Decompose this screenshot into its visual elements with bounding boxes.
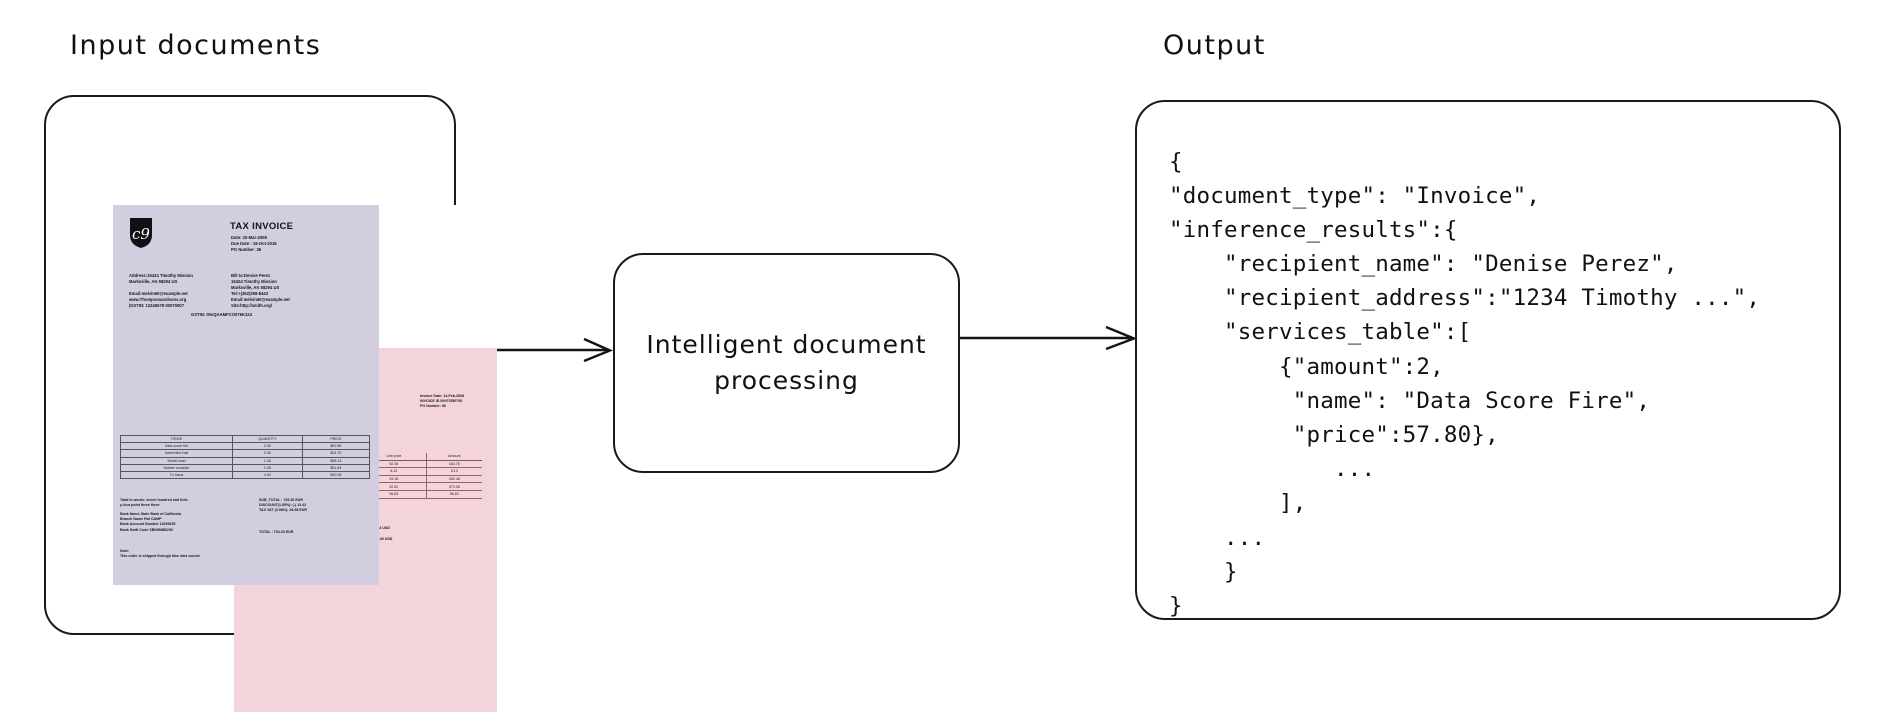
purple-note-block: Note: This order is shipped through blue…: [120, 549, 201, 559]
cell-unit-price: 8.13: [362, 467, 427, 476]
cell-price: $57.80: [301, 442, 371, 451]
process-step-container: Intelligent document processing: [613, 253, 960, 473]
purple-grand-total: TOTAL : 734.33 EUR: [259, 530, 294, 534]
output-json-text: { "document_type": "Invoice", "inference…: [1169, 148, 1761, 619]
table-header-row: ITEMS QUANTITY PRICE: [119, 434, 371, 444]
output-json-container: { "document_type": "Invoice", "inference…: [1135, 100, 1841, 620]
table-row: Tv focus 4.00 $40.28: [119, 470, 371, 480]
input-documents-label: Input documents: [70, 30, 322, 61]
purple-gstin-line: GSTIN: 00sQAAMFCO076K124: [191, 312, 252, 317]
purple-invoice-table: ITEMS QUANTITY PRICE Data score fire 2.0…: [119, 434, 371, 480]
cell-amount: 96.83: [425, 490, 482, 499]
cell-unit-price: 92.52: [362, 482, 427, 491]
cell-unit-price: 96.83: [362, 490, 427, 499]
purple-invoice-title: TAX INVOICE: [230, 221, 294, 232]
purple-invoice-meta: Date: 20-Mar-2008 Due Date : 16-Oct-2016…: [231, 235, 277, 253]
pink-invoice-table: Unit price Amount 92.38 184.76 8.13 8.13…: [362, 453, 482, 499]
table-header-row: Unit price Amount: [362, 453, 482, 461]
purple-col-price: PRICE: [301, 434, 371, 444]
table-row: Model read 1.00 $95.14: [119, 456, 371, 465]
cell-price: $95.14: [301, 456, 371, 465]
cell-item: Tv focus: [119, 470, 234, 480]
table-row: Mother consider 1.00 $51.84: [119, 463, 371, 472]
process-step-label: Intelligent document processing: [646, 329, 927, 395]
table-row: Determine half 2.00 $24.70: [119, 449, 371, 458]
cell-qty: 2.00: [232, 449, 303, 458]
cell-amount: 184.76: [425, 460, 482, 469]
c9-shield-logo-icon: c9: [130, 218, 152, 248]
cell-price: $24.70: [301, 449, 371, 458]
cell-price: $51.84: [301, 463, 371, 472]
purple-col-quantity: QUANTITY: [232, 434, 303, 444]
output-label: Output: [1163, 30, 1266, 61]
document-purple-invoice: c9 TAX INVOICE Date: 20-Mar-2008 Due Dat…: [113, 205, 379, 585]
purple-col-items: ITEMS: [119, 434, 234, 444]
cell-qty: 1.00: [232, 456, 303, 465]
table-row: 96.83 96.83: [362, 490, 482, 499]
cell-item: Data score fire: [119, 442, 234, 451]
pink-col-amount: Amount: [425, 453, 482, 461]
purple-bill-to-block: Bill to:Denise Perez 16424 Timothy Missi…: [231, 273, 290, 309]
pink-col-unit-price: Unit price: [362, 453, 427, 461]
pink-invoice-meta: Invoice Date: 24-Feb-2008 INVOICE ID INV…: [420, 394, 465, 409]
purple-totals-block: SUB_TOTAL : 725.30 EUR DISCOUNT(1.85%): …: [259, 498, 307, 513]
svg-text:c9: c9: [132, 225, 150, 243]
table-row: 92.38 184.76: [362, 460, 482, 469]
purple-sender-block: Address:16424 Timothy Mission Marksville…: [129, 273, 193, 309]
cell-unit-price: 92.38: [362, 460, 427, 469]
purple-total-words: Total in words: seven hundred and thirt-…: [120, 498, 189, 508]
table-row: Data score fire 2.00 $57.80: [119, 442, 371, 451]
table-row: 92.52 370.08: [362, 482, 482, 491]
cell-qty: 4.00: [232, 470, 303, 480]
cell-item: Model read: [119, 456, 234, 465]
table-row: 94.16 282.48: [362, 475, 482, 484]
document-page-white: [379, 205, 497, 348]
cell-unit-price: 94.16: [362, 475, 427, 484]
cell-amount: 370.08: [425, 482, 482, 491]
arrow-process-to-output-icon: [960, 325, 1138, 351]
cell-item: Mother consider: [119, 463, 234, 472]
cell-qty: 2.00: [232, 442, 303, 451]
input-documents-container: AL INVOICE Invoice Date: 24-Feb-2008 INV…: [44, 95, 497, 712]
cell-amount: 8.13: [425, 467, 482, 476]
cell-price: $40.28: [301, 470, 371, 480]
purple-bank-block: Bank Name State Bank of California Branc…: [120, 512, 182, 532]
cell-qty: 1.00: [232, 463, 303, 472]
cell-item: Determine half: [119, 449, 234, 458]
table-row: 8.13 8.13: [362, 467, 482, 476]
cell-amount: 282.48: [425, 475, 482, 484]
